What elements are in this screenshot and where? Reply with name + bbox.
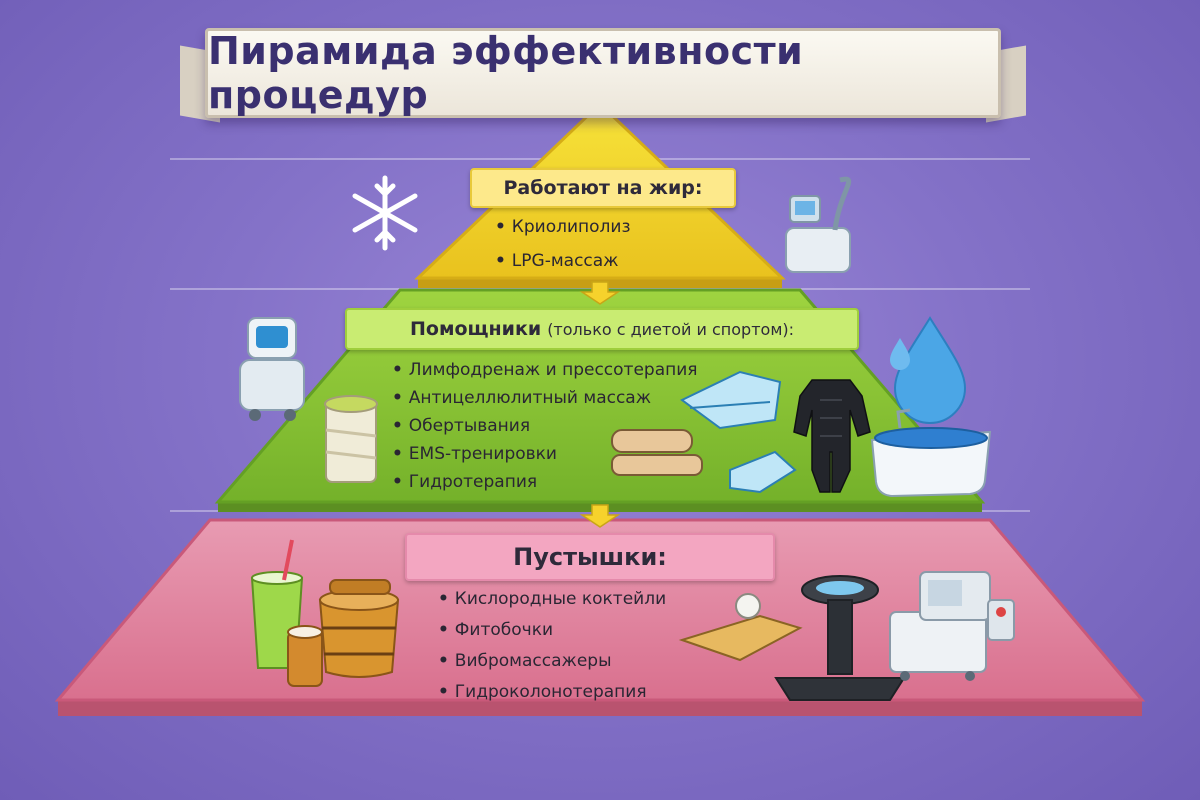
pressotherapy-machine-icon bbox=[239, 317, 305, 421]
list-item: Антицеллюлитный массаж bbox=[392, 384, 698, 412]
colon-hydrotherapy-machine-icon bbox=[889, 571, 1015, 681]
wrap-bucket-icon bbox=[324, 395, 378, 483]
page-title: Пирамида эффективности процедур bbox=[208, 29, 804, 117]
list-item: Фитобочки bbox=[438, 615, 666, 646]
vibration-platform-icon bbox=[678, 575, 906, 701]
tier-bottom-heading: Пустышки: bbox=[405, 533, 775, 581]
tier-bottom-list: Кислородные коктейли Фитобочки Вибромасс… bbox=[438, 584, 666, 708]
list-item: Гидроколонотерапия bbox=[438, 677, 666, 708]
tier-middle-heading: Помощники (только с диетой и спортом): bbox=[345, 308, 859, 350]
phyto-barrel-icon bbox=[318, 579, 400, 678]
list-item: Гидротерапия bbox=[392, 468, 698, 496]
ems-suit-icon bbox=[793, 379, 871, 493]
arrow-down-icon bbox=[579, 281, 621, 305]
hydrotherapy-bath-icon bbox=[870, 408, 992, 498]
oxygen-cocktail-icon bbox=[250, 539, 323, 687]
list-item: LPG-массаж bbox=[495, 244, 631, 278]
list-item: EMS-тренировки bbox=[392, 440, 698, 468]
list-item: Вибромассажеры bbox=[438, 646, 666, 677]
snowflake-icon bbox=[352, 175, 418, 251]
tier-middle-heading-note: (только с диетой и спортом): bbox=[547, 319, 795, 339]
tier-top-heading: Работают на жир: bbox=[470, 168, 736, 208]
tier-middle-list: Лимфодренаж и прессотерапия Антицеллюлит… bbox=[392, 356, 698, 496]
title-banner: Пирамида эффективности процедур bbox=[180, 28, 1026, 123]
tier-top-heading-text: Работают на жир: bbox=[503, 177, 703, 199]
list-item: Криолиполиз bbox=[495, 210, 631, 244]
tier-bottom-heading-text: Пустышки: bbox=[513, 543, 667, 571]
lpg-machine-icon bbox=[785, 176, 852, 273]
list-item: Обертывания bbox=[392, 412, 698, 440]
list-item: Лимфодренаж и прессотерапия bbox=[392, 356, 698, 384]
tier-middle-heading-text: Помощники bbox=[409, 318, 542, 340]
list-item: Кислородные коктейли bbox=[438, 584, 666, 615]
tier-top-list: Криолиполиз LPG-массаж bbox=[495, 210, 631, 278]
arrow-down-icon bbox=[579, 504, 621, 528]
water-drop-icon bbox=[890, 316, 967, 424]
